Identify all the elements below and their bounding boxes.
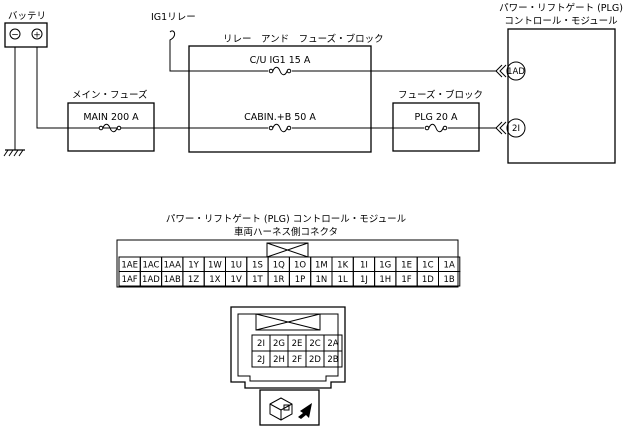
pin-label: 1L bbox=[338, 275, 348, 285]
main-fuse-rating: MAIN 200 A bbox=[83, 112, 139, 123]
cabin-b-fuse-rating: CABIN.+B 50 A bbox=[244, 112, 316, 123]
main-fuse-box bbox=[67, 102, 155, 152]
pin-label: 2G bbox=[273, 339, 285, 349]
terminal-2i-label: 2I bbox=[512, 124, 520, 134]
pin-label: 1H bbox=[379, 275, 391, 285]
pin-label: 1G bbox=[379, 260, 391, 270]
module-label-line2: コントロール・モジュール bbox=[504, 16, 618, 27]
pin-label: 1AF bbox=[122, 275, 138, 285]
pin-label: 1F bbox=[401, 275, 411, 285]
pin-label: 1J bbox=[360, 275, 368, 285]
pin-label: 2B bbox=[327, 355, 338, 365]
connector-2-pins: 2I 2G 2E 2C 2A 2J 2H 2F 2D 2B bbox=[251, 334, 343, 368]
pin-label: 2D bbox=[309, 355, 321, 365]
power-wire bbox=[36, 47, 497, 129]
pin-label: 1R bbox=[273, 275, 284, 285]
connector-2-lock bbox=[255, 313, 321, 331]
pin-label: 1C bbox=[422, 260, 433, 270]
connector-arrow-icon bbox=[495, 121, 507, 135]
main-fuse-label: メイン・フューズ bbox=[72, 89, 148, 101]
pin-label: 1K bbox=[337, 260, 348, 270]
cu-ig1-fuse-icon bbox=[268, 66, 292, 76]
pin-label: 1V bbox=[231, 275, 242, 285]
pin-label: 1M bbox=[315, 260, 328, 270]
connector-view-icon bbox=[259, 389, 320, 426]
relay-fuse-block bbox=[188, 45, 372, 153]
connector-2-body bbox=[230, 306, 346, 389]
module-label-line1: パワー・リフトゲート (PLG) bbox=[499, 2, 623, 14]
pin-label: 1I bbox=[360, 260, 368, 270]
cu-ig1-fuse-rating: C/U IG1 15 A bbox=[250, 55, 311, 66]
terminal-1ad bbox=[506, 61, 526, 81]
pin-label: 1A bbox=[444, 260, 455, 270]
connector-title-line2: 車両ハーネス側コネクタ bbox=[234, 226, 338, 238]
pin-label: 2C bbox=[309, 339, 320, 349]
battery-minus-sign: − bbox=[11, 31, 19, 41]
battery-symbol bbox=[4, 22, 48, 48]
pin-label: 1N bbox=[315, 275, 327, 285]
pin-label: 1E bbox=[401, 260, 412, 270]
pin-label: 1Q bbox=[273, 260, 285, 270]
pin-cell bbox=[438, 271, 461, 287]
pin-label: 2J bbox=[257, 355, 265, 365]
pin-label: 2E bbox=[292, 339, 303, 349]
pin-label: 1AD bbox=[142, 275, 160, 285]
battery-negative-terminal bbox=[9, 28, 21, 40]
pin-label: 2I bbox=[257, 339, 265, 349]
cabin-b-fuse-icon bbox=[268, 123, 292, 133]
plg-control-module bbox=[507, 28, 616, 164]
ig1-relay-label: IG1リレー bbox=[151, 12, 196, 23]
connector-1-pins: 1AE 1AC 1AA 1Y 1W 1U 1S 1Q 1O 1M 1K 1I 1G 1E 1C 1A 1AF 1A… bbox=[118, 256, 461, 287]
pin-label: 1X bbox=[209, 275, 220, 285]
battery-plus-sign: + bbox=[33, 31, 41, 41]
pin-label: 1D bbox=[422, 275, 434, 285]
fuse-block-label: フューズ・ブロック bbox=[398, 89, 483, 101]
pin-label: 1W bbox=[208, 260, 222, 270]
plg-fuse-box bbox=[392, 102, 480, 152]
pin-label: 1AA bbox=[164, 260, 181, 270]
main-fuse-icon bbox=[98, 123, 122, 133]
connector-arrow-icon bbox=[495, 64, 507, 78]
pin-label: 2F bbox=[292, 355, 302, 365]
pin-label: 1P bbox=[295, 275, 306, 285]
battery-label: バッテリ bbox=[8, 11, 46, 22]
pin-label: 1O bbox=[294, 260, 306, 270]
relay-block-label: リレー アンド フューズ・ブロック bbox=[223, 33, 384, 45]
ground-icon bbox=[3, 149, 25, 157]
ig1-relay-wire bbox=[169, 30, 497, 72]
battery-positive-terminal bbox=[31, 28, 43, 40]
pin-label: 1T bbox=[252, 275, 263, 285]
pin-label: 1AE bbox=[121, 260, 138, 270]
pin-label: 2H bbox=[273, 355, 285, 365]
pin-label: 1Z bbox=[188, 275, 199, 285]
pin-cell bbox=[323, 350, 343, 368]
terminal-2i bbox=[506, 118, 526, 138]
connector-title-line1: パワー・リフトゲート (PLG) コントロール・モジュール bbox=[166, 213, 407, 225]
pin-label: 1AB bbox=[164, 275, 181, 285]
plg-fuse-rating: PLG 20 A bbox=[414, 112, 458, 123]
pin-label: 1B bbox=[444, 275, 455, 285]
pin-label: 1U bbox=[230, 260, 242, 270]
terminal-1ad-label: 1AD bbox=[507, 67, 525, 77]
pin-label: 1S bbox=[252, 260, 263, 270]
plg-fuse-icon bbox=[393, 123, 479, 133]
connector-1-body bbox=[116, 239, 459, 288]
pin-label: 1Y bbox=[188, 260, 199, 270]
pin-label: 2A bbox=[327, 339, 338, 349]
pin-label: 1AC bbox=[142, 260, 159, 270]
